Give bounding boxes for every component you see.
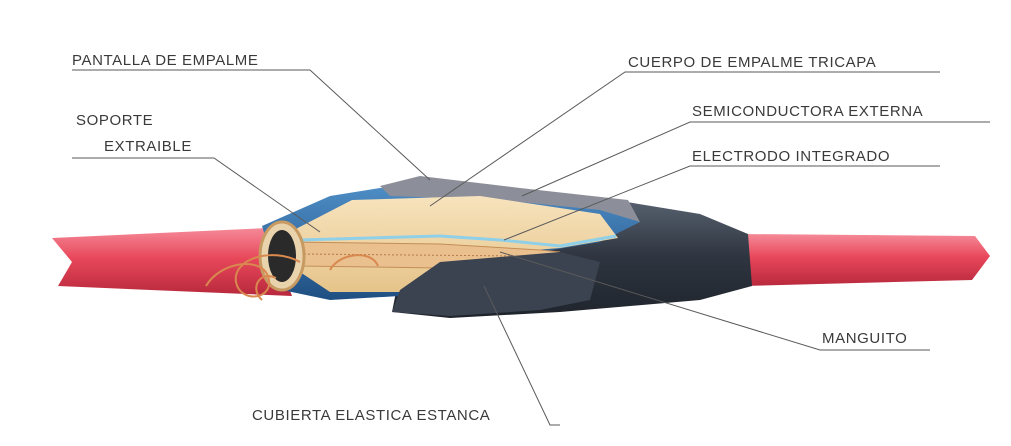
label-manguito: MANGUITO (822, 330, 907, 347)
label-extraible: EXTRAIBLE (104, 138, 192, 155)
label-soporte: SOPORTE (76, 112, 153, 129)
label-cuerpo: CUERPO DE EMPALME TRICAPA (628, 54, 876, 71)
label-electrodo: ELECTRODO INTEGRADO (692, 148, 890, 165)
label-semiconductora: SEMICONDUCTORA EXTERNA (692, 103, 923, 120)
label-cubierta: CUBIERTA ELASTICA ESTANCA (252, 407, 490, 424)
right-cable (740, 234, 990, 286)
label-pantalla: PANTALLA DE EMPALME (72, 52, 258, 69)
